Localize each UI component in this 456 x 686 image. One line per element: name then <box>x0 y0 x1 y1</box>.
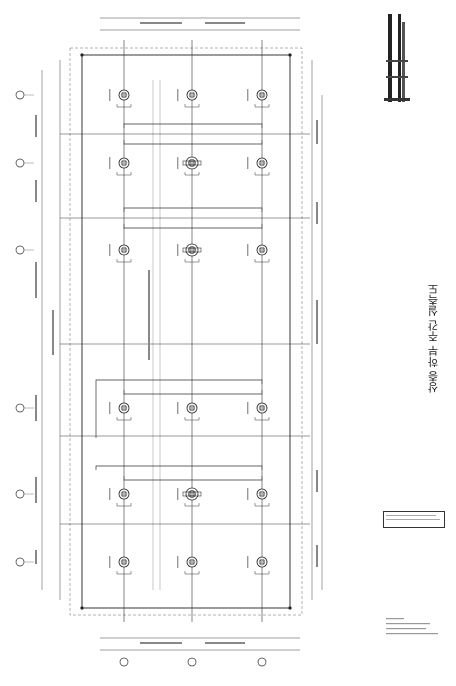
column-marker <box>177 156 202 176</box>
column-marker <box>247 488 270 507</box>
column-marker <box>177 556 200 575</box>
vertical-grid-lines <box>123 40 263 622</box>
corner-markers <box>80 53 292 610</box>
column-marker <box>247 402 270 421</box>
column-marker <box>177 89 200 108</box>
column-marker <box>109 402 132 421</box>
column-markers <box>109 89 270 575</box>
column-marker <box>177 402 200 421</box>
column-marker <box>109 556 132 575</box>
dimension-lines <box>41 17 323 651</box>
legend-box <box>383 511 445 528</box>
column-marker <box>247 89 270 108</box>
column-marker <box>109 244 132 263</box>
left-grid-bubble-lines <box>24 94 34 563</box>
column-marker <box>247 556 270 575</box>
legend-note-lines <box>386 618 438 635</box>
column-marker <box>177 487 202 507</box>
column-marker <box>247 244 270 263</box>
dimension-text-marks <box>35 22 318 644</box>
plan-boundary <box>81 54 291 609</box>
beam-brackets <box>95 123 263 481</box>
horizontal-grid-lines <box>60 133 310 525</box>
column-marker <box>109 157 132 176</box>
column-marker <box>109 488 132 507</box>
column-marker <box>177 243 202 263</box>
drawing-title: 상층 하부 주간 실측도 <box>427 283 440 393</box>
column-marker <box>109 89 132 108</box>
section-detail-icon <box>384 14 410 102</box>
legend-box-lines <box>386 515 440 520</box>
left-grid-bubbles <box>15 90 25 567</box>
bottom-grid-bubbles <box>119 657 267 667</box>
column-marker <box>247 157 270 176</box>
outer-boundary <box>69 47 303 616</box>
